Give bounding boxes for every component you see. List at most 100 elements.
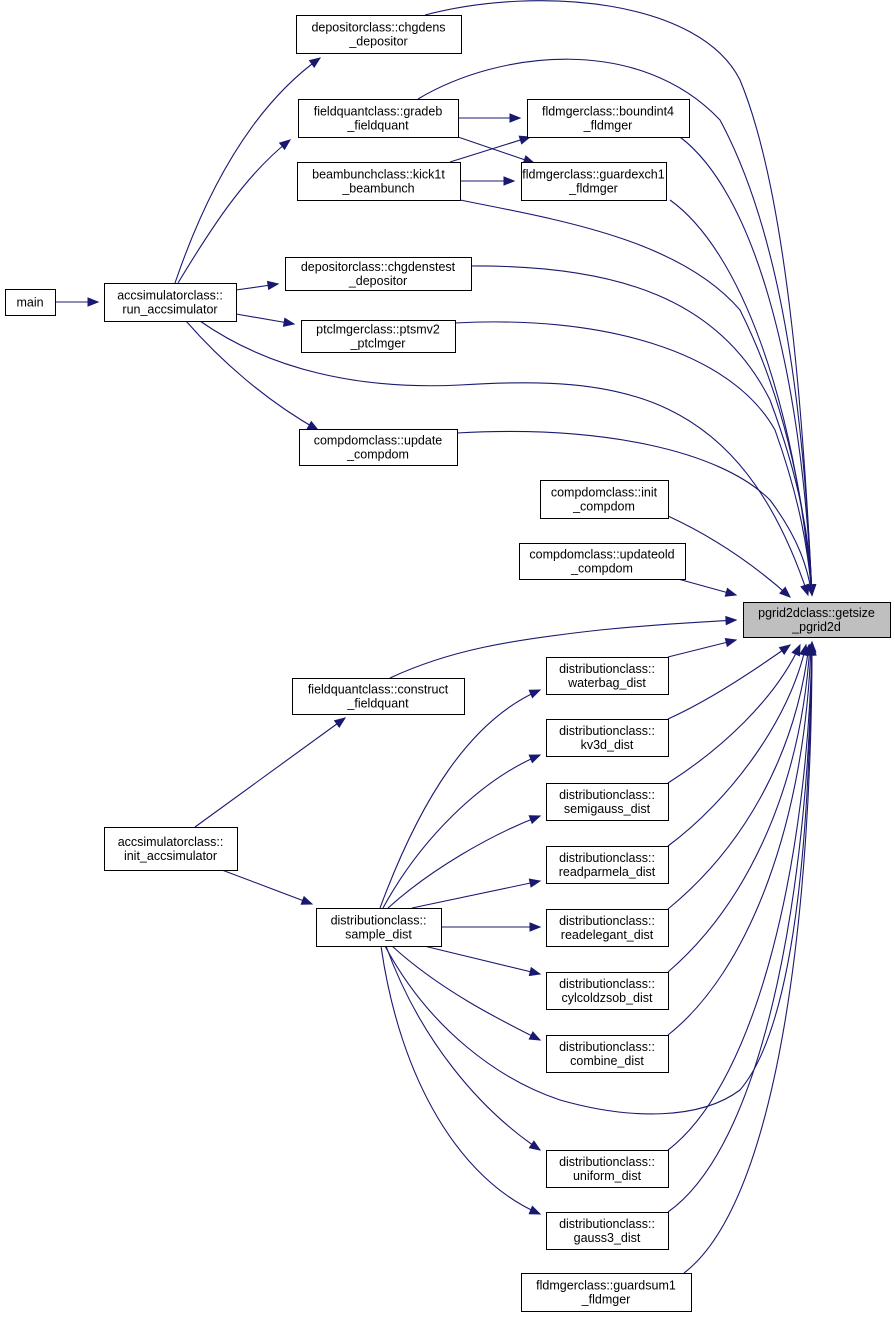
node-kick1t[interactable]: beambunchclass::kick1t_beambunch	[297, 162, 461, 201]
node-box[interactable]	[519, 543, 686, 580]
node-init_cd[interactable]: compdomclass::init_compdom	[540, 480, 669, 519]
edge-run_acc-to-update_cd	[185, 320, 320, 431]
edge-line	[391, 945, 541, 1041]
arrowhead-icon	[779, 586, 792, 598]
node-box[interactable]	[521, 162, 667, 201]
node-getsize[interactable]: pgrid2dclass::getsize_pgrid2d	[743, 602, 891, 638]
node-semigauss[interactable]: distributionclass::semigauss_dist	[546, 783, 669, 821]
arrowhead-icon	[724, 587, 738, 597]
edge-line	[457, 136, 535, 164]
node-label-line: _compdom	[346, 448, 409, 462]
arrowhead-icon	[509, 113, 522, 123]
node-label-line: combine_dist	[570, 1054, 644, 1068]
node-box[interactable]	[521, 1273, 692, 1312]
edge-sample_dist-to-cylcoldzsob	[423, 945, 542, 977]
node-guardexch1[interactable]: fldmgerclass::guardexch1_fldmger	[521, 162, 667, 201]
edge-line	[454, 321, 813, 596]
edge-line	[221, 869, 313, 905]
node-box[interactable]	[301, 320, 456, 353]
edge-kick1t-to-boundint4	[449, 135, 532, 163]
node-label-line: fieldquantclass::construct	[308, 683, 449, 697]
node-label-line: init_accsimulator	[124, 849, 217, 863]
node-box[interactable]	[292, 678, 465, 715]
node-guardsum1[interactable]: fldmgerclass::guardsum1_fldmger	[521, 1273, 692, 1312]
node-box[interactable]	[546, 1150, 669, 1188]
node-kv3d[interactable]: distributionclass::kv3d_dist	[546, 719, 669, 757]
node-label-line: compdomclass::update	[314, 434, 443, 448]
edge-line	[194, 717, 346, 828]
node-combine[interactable]: distributionclass::combine_dist	[546, 1035, 669, 1073]
arrowhead-icon	[807, 643, 817, 656]
node-waterbag[interactable]: distributionclass::waterbag_dist	[546, 657, 669, 695]
node-box[interactable]	[743, 602, 891, 638]
node-label-line: readparmela_dist	[559, 865, 656, 879]
node-gradeb[interactable]: fieldquantclass::gradeb_fieldquant	[298, 99, 459, 138]
node-box[interactable]	[104, 827, 238, 871]
node-box[interactable]	[546, 1035, 669, 1073]
node-label-line: uniform_dist	[573, 1169, 642, 1183]
edge-sample_dist-to-waterbag	[379, 689, 542, 909]
node-box[interactable]	[546, 909, 669, 947]
node-label-line: pgrid2dclass::getsize	[758, 606, 875, 620]
node-box[interactable]	[316, 908, 442, 947]
node-boundint4[interactable]: fldmgerclass::boundint4_fldmger	[527, 99, 690, 138]
node-update_cd[interactable]: compdomclass::update_compdom	[299, 429, 458, 466]
arrowhead-icon	[528, 878, 542, 888]
node-chgdenstest[interactable]: depositorclass::chgdenstest_depositor	[285, 257, 472, 291]
node-label-line: gauss3_dist	[574, 1231, 641, 1245]
node-gauss3[interactable]: distributionclass::gauss3_dist	[546, 1212, 669, 1250]
node-label-line: fldmgerclass::boundint4	[542, 105, 674, 119]
node-run_acc[interactable]: accsimulatorclass::run_accsimulator	[104, 283, 237, 322]
node-label-line: _fldmger	[583, 119, 633, 133]
node-main[interactable]: main	[5, 289, 56, 316]
node-box[interactable]	[546, 972, 669, 1010]
node-label-line: distributionclass::	[559, 662, 655, 676]
node-label-line: distributionclass::	[559, 1040, 655, 1054]
node-construct_fq[interactable]: fieldquantclass::construct_fieldquant	[292, 678, 465, 715]
node-label-line: waterbag_dist	[567, 676, 646, 690]
node-label-line: accsimulatorclass::	[117, 289, 223, 303]
node-label-line: distributionclass::	[559, 914, 655, 928]
node-box[interactable]	[298, 99, 459, 138]
node-box[interactable]	[285, 257, 472, 291]
node-box[interactable]	[546, 657, 669, 695]
node-label-line: distributionclass::	[559, 724, 655, 738]
node-label-line: main	[16, 296, 43, 310]
node-box[interactable]	[5, 289, 56, 316]
node-updateold_cd[interactable]: compdomclass::updateold_compdom	[519, 543, 686, 580]
edge-line	[470, 265, 813, 596]
node-box[interactable]	[546, 1212, 669, 1250]
node-sample_dist[interactable]: distributionclass::sample_dist	[316, 908, 442, 947]
node-box[interactable]	[296, 15, 462, 54]
node-readparmela[interactable]: distributionclass::readparmela_dist	[546, 846, 669, 884]
node-box[interactable]	[546, 783, 669, 821]
node-label-line: compdomclass::updateold	[529, 548, 674, 562]
node-box[interactable]	[540, 480, 669, 519]
node-chgdens[interactable]: depositorclass::chgdens_depositor	[296, 15, 462, 54]
node-box[interactable]	[546, 719, 669, 757]
node-readelegant[interactable]: distributionclass::readelegant_dist	[546, 909, 669, 947]
edge-init_acc-to-sample_dist	[221, 869, 314, 905]
node-ptsmv2[interactable]: ptclmgerclass::ptsmv2_ptclmger	[301, 320, 456, 353]
edge-line	[384, 641, 813, 1115]
node-uniform[interactable]: distributionclass::uniform_dist	[546, 1150, 669, 1188]
node-label-line: _fieldquant	[346, 697, 409, 711]
node-cylcoldzsob[interactable]: distributionclass::cylcoldzsob_dist	[546, 972, 669, 1010]
node-box[interactable]	[299, 429, 458, 466]
edge-line	[174, 57, 321, 284]
node-box[interactable]	[546, 846, 669, 884]
arrowhead-icon	[528, 815, 542, 825]
edge-semigauss-to-getsize	[667, 643, 801, 784]
node-label-line: _beambunch	[341, 182, 414, 196]
node-box[interactable]	[297, 162, 461, 201]
edge-line	[667, 644, 812, 1036]
node-label-line: cylcoldzsob_dist	[561, 991, 653, 1005]
arrowhead-icon	[528, 1031, 542, 1041]
node-box[interactable]	[527, 99, 690, 138]
edge-boundint4-to-getsize	[679, 136, 817, 597]
arrowhead-icon	[87, 297, 100, 307]
node-box[interactable]	[104, 283, 237, 322]
node-init_acc[interactable]: accsimulatorclass::init_accsimulator	[104, 827, 238, 871]
node-label-line: run_accsimulator	[122, 303, 217, 317]
edge-line	[667, 644, 807, 847]
